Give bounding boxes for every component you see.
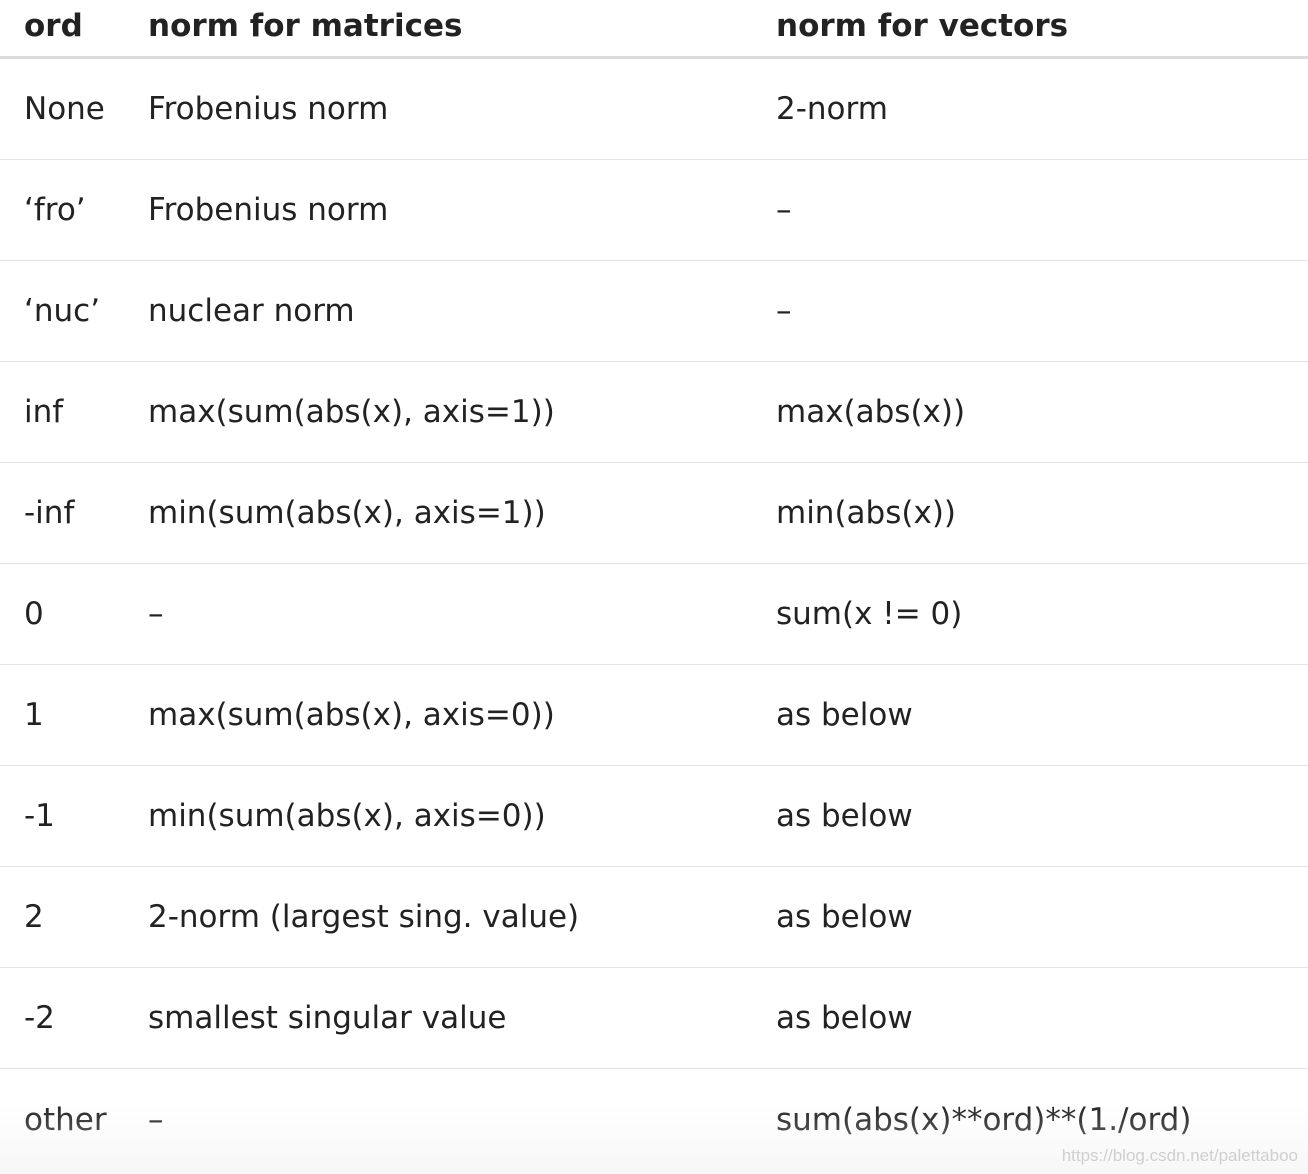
header-row: ord norm for matrices norm for vectors — [0, 0, 1308, 59]
cell-matrix-norm: 2-norm (largest sing. value) — [124, 866, 752, 968]
cell-vector-norm: as below — [752, 664, 1308, 766]
table-row: -2 smallest singular value as below — [0, 967, 1308, 1069]
cell-vector-norm: – — [752, 159, 1308, 261]
cell-matrix-norm: min(sum(abs(x), axis=0)) — [124, 765, 752, 867]
table-row: -1 min(sum(abs(x), axis=0)) as below — [0, 765, 1308, 867]
cell-matrix-norm: Frobenius norm — [124, 159, 752, 261]
cell-vector-norm: as below — [752, 866, 1308, 968]
table-row: 2 2-norm (largest sing. value) as below — [0, 866, 1308, 968]
cell-matrix-norm: Frobenius norm — [124, 57, 752, 160]
cell-matrix-norm: min(sum(abs(x), axis=1)) — [124, 462, 752, 564]
cell-vector-norm: as below — [752, 765, 1308, 867]
cell-ord: ‘nuc’ — [0, 260, 124, 362]
cell-ord: other — [24, 1102, 107, 1138]
cell-ord: inf — [0, 361, 124, 463]
table-row: ‘nuc’ nuclear norm – — [0, 260, 1308, 362]
cell-ord: None — [0, 57, 124, 160]
header-ord: ord — [0, 0, 124, 59]
cell-matrix-norm: smallest singular value — [124, 967, 752, 1069]
cell-vector-norm: sum(x != 0) — [752, 563, 1308, 665]
table-row: None Frobenius norm 2-norm — [0, 57, 1308, 160]
header-matrix-norm: norm for matrices — [124, 0, 752, 59]
cell-ord: -2 — [0, 967, 124, 1069]
cell-ord: -1 — [0, 765, 124, 867]
cell-matrix-norm: max(sum(abs(x), axis=1)) — [124, 361, 752, 463]
cell-matrix-norm: max(sum(abs(x), axis=0)) — [124, 664, 752, 766]
header-vector-norm: norm for vectors — [752, 0, 1308, 59]
cell-vector-norm: max(abs(x)) — [752, 361, 1308, 463]
cell-matrix-norm: nuclear norm — [124, 260, 752, 362]
watermark-text: https://blog.csdn.net/palettaboo — [1061, 1146, 1298, 1165]
cell-matrix-norm: – — [124, 563, 752, 665]
cell-ord: -inf — [0, 462, 124, 564]
table-body: None Frobenius norm 2-norm ‘fro’ Frobeni… — [0, 57, 1308, 1172]
cell-vector-norm: min(abs(x)) — [752, 462, 1308, 564]
cell-matrix-norm: – — [148, 1102, 164, 1138]
cell-ord: 1 — [0, 664, 124, 766]
cell-ord: 2 — [0, 866, 124, 968]
cell-ord: 0 — [0, 563, 124, 665]
cell-vector-norm: – — [752, 260, 1308, 362]
table-row: inf max(sum(abs(x), axis=1)) max(abs(x)) — [0, 361, 1308, 463]
table-row: 0 – sum(x != 0) — [0, 563, 1308, 665]
table-row: 1 max(sum(abs(x), axis=0)) as below — [0, 664, 1308, 766]
table-row: -inf min(sum(abs(x), axis=1)) min(abs(x)… — [0, 462, 1308, 564]
table-row: ‘fro’ Frobenius norm – — [0, 159, 1308, 261]
table-header: ord norm for matrices norm for vectors — [0, 0, 1308, 59]
cell-ord: ‘fro’ — [0, 159, 124, 261]
cell-vector-norm: 2-norm — [752, 57, 1308, 160]
cell-vector-norm: as below — [752, 967, 1308, 1069]
